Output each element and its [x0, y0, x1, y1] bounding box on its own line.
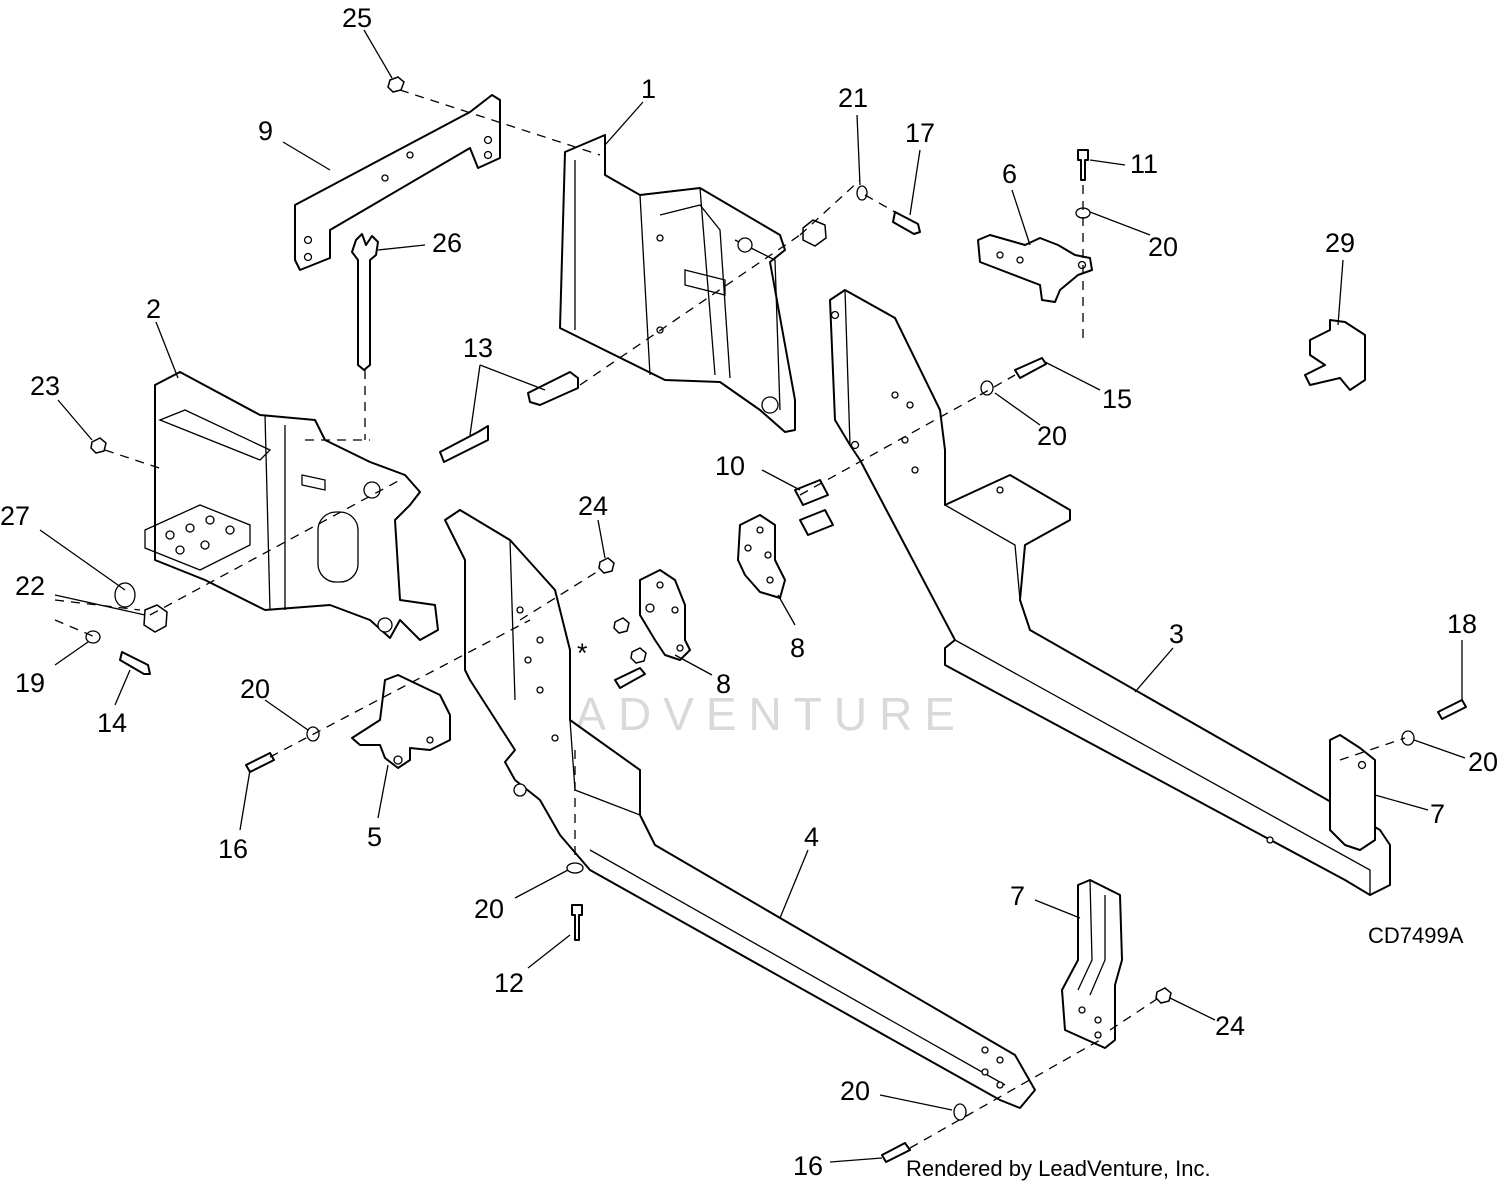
callout-20[interactable]: 20	[240, 674, 270, 704]
part-7-lower[interactable]	[1061, 879, 1123, 1049]
callout-5[interactable]: 5	[367, 822, 382, 852]
callout-9[interactable]: 9	[258, 116, 273, 146]
callout-16[interactable]: 16	[218, 834, 248, 864]
part-2-hitch-bracket[interactable]	[144, 371, 439, 641]
callout-7[interactable]: 7	[1430, 799, 1445, 829]
part-5-bracket[interactable]	[351, 674, 451, 769]
callout-22[interactable]: 22	[15, 571, 45, 601]
asterisk-note: *	[577, 638, 588, 668]
callout-20[interactable]: 20	[1037, 421, 1067, 451]
callout-2[interactable]: 2	[146, 294, 161, 324]
callout-11[interactable]: 11	[1130, 149, 1158, 179]
part-7-upper[interactable]	[1329, 734, 1376, 851]
callout-24[interactable]: 24	[578, 491, 608, 521]
callout-4[interactable]: 4	[804, 822, 819, 852]
callout-20[interactable]: 20	[840, 1076, 870, 1106]
callout-29[interactable]: 29	[1325, 228, 1355, 258]
part-26-wrench[interactable]	[351, 233, 379, 371]
part-3-right-frame[interactable]	[829, 289, 1391, 896]
part-29-clip[interactable]	[1304, 319, 1366, 391]
callout-24[interactable]: 24	[1215, 1011, 1245, 1041]
callout-19[interactable]: 19	[15, 668, 45, 698]
hardware	[85, 76, 1467, 1163]
callout-7[interactable]: 7	[1010, 881, 1025, 911]
callout-27[interactable]: 27	[0, 501, 30, 531]
callout-16[interactable]: 16	[793, 1151, 823, 1181]
part-1-upright-mount[interactable]	[559, 134, 796, 433]
callout-8[interactable]: 8	[790, 633, 805, 663]
callouts: 25 9 1 21 17 11 6 20 29 26 2 13 23 15 20…	[0, 3, 1498, 1181]
drawing-code: CD7499A	[1368, 923, 1464, 948]
part-9-bracket[interactable]	[294, 94, 501, 271]
render-credit: Rendered by LeadVenture, Inc.	[906, 1156, 1211, 1181]
callout-26[interactable]: 26	[432, 228, 462, 258]
callout-18[interactable]: 18	[1447, 609, 1477, 639]
callout-1[interactable]: 1	[641, 74, 656, 104]
callout-14[interactable]: 14	[97, 708, 127, 738]
callout-15[interactable]: 15	[1102, 384, 1132, 414]
callout-23[interactable]: 23	[30, 371, 60, 401]
callout-6[interactable]: 6	[1002, 159, 1017, 189]
part-8-plate-lower[interactable]	[639, 569, 691, 661]
part-6-bracket[interactable]	[977, 234, 1093, 303]
leader-lines	[39, 29, 1466, 1163]
callout-20[interactable]: 20	[1468, 747, 1498, 777]
callout-20[interactable]: 20	[474, 894, 504, 924]
callout-13[interactable]: 13	[463, 333, 493, 363]
callout-25[interactable]: 25	[342, 3, 372, 33]
part-10-spacers[interactable]	[794, 479, 834, 536]
callout-8[interactable]: 8	[716, 669, 731, 699]
callout-21[interactable]: 21	[838, 83, 868, 113]
callout-17[interactable]: 17	[905, 118, 935, 148]
callout-3[interactable]: 3	[1169, 619, 1184, 649]
callout-10[interactable]: 10	[715, 451, 745, 481]
part-8-plate-upper[interactable]	[737, 514, 786, 599]
callout-12[interactable]: 12	[494, 968, 524, 998]
assembly-lines	[54, 89, 1406, 1149]
callout-20[interactable]: 20	[1148, 232, 1178, 262]
